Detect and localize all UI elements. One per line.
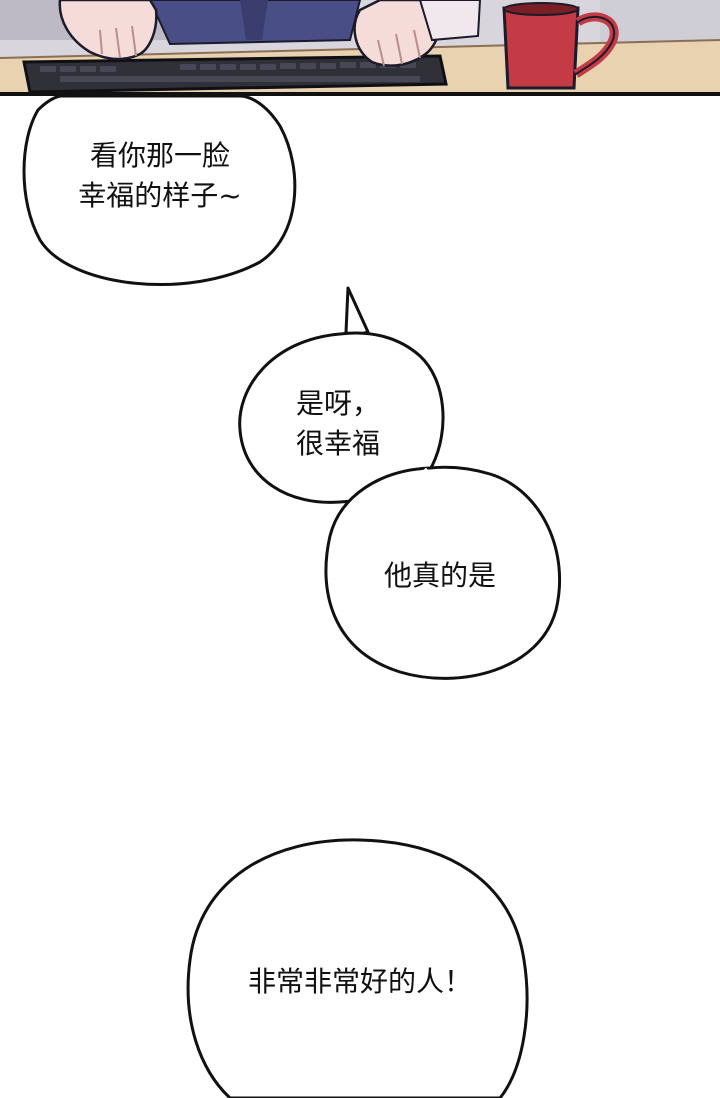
speech-bubble-4 <box>186 838 529 1098</box>
bubble-1-line-1: 看你那一脸 <box>89 139 230 172</box>
bubble-1-line-2: 幸福的样子~ <box>78 179 242 212</box>
sleeve <box>418 0 482 42</box>
bubble-4-text: 非常非常好的人！ <box>200 962 520 1002</box>
left-hand <box>58 0 158 61</box>
bubble-3-text: 他真的是 <box>340 556 540 596</box>
bubble-1-text: 看你那一脸 幸福的样子~ <box>40 136 280 216</box>
shirt-fold <box>240 0 268 40</box>
speech-bubble-3 <box>324 465 561 680</box>
speech-bubble-1 <box>22 94 297 286</box>
speech-bubble-2-tail <box>344 286 370 336</box>
top-panel-illustration <box>0 0 720 96</box>
bubble-4-line-1: 非常非常好的人！ <box>247 965 472 998</box>
bubble-2-line-2: 很幸福 <box>295 427 380 460</box>
bubble-2-text: 是呀， 很幸福 <box>258 384 418 464</box>
bubble-3-line-1: 他真的是 <box>383 559 496 592</box>
keyboard-keys <box>40 62 420 82</box>
bubble-2-line-1: 是呀， <box>295 387 380 420</box>
